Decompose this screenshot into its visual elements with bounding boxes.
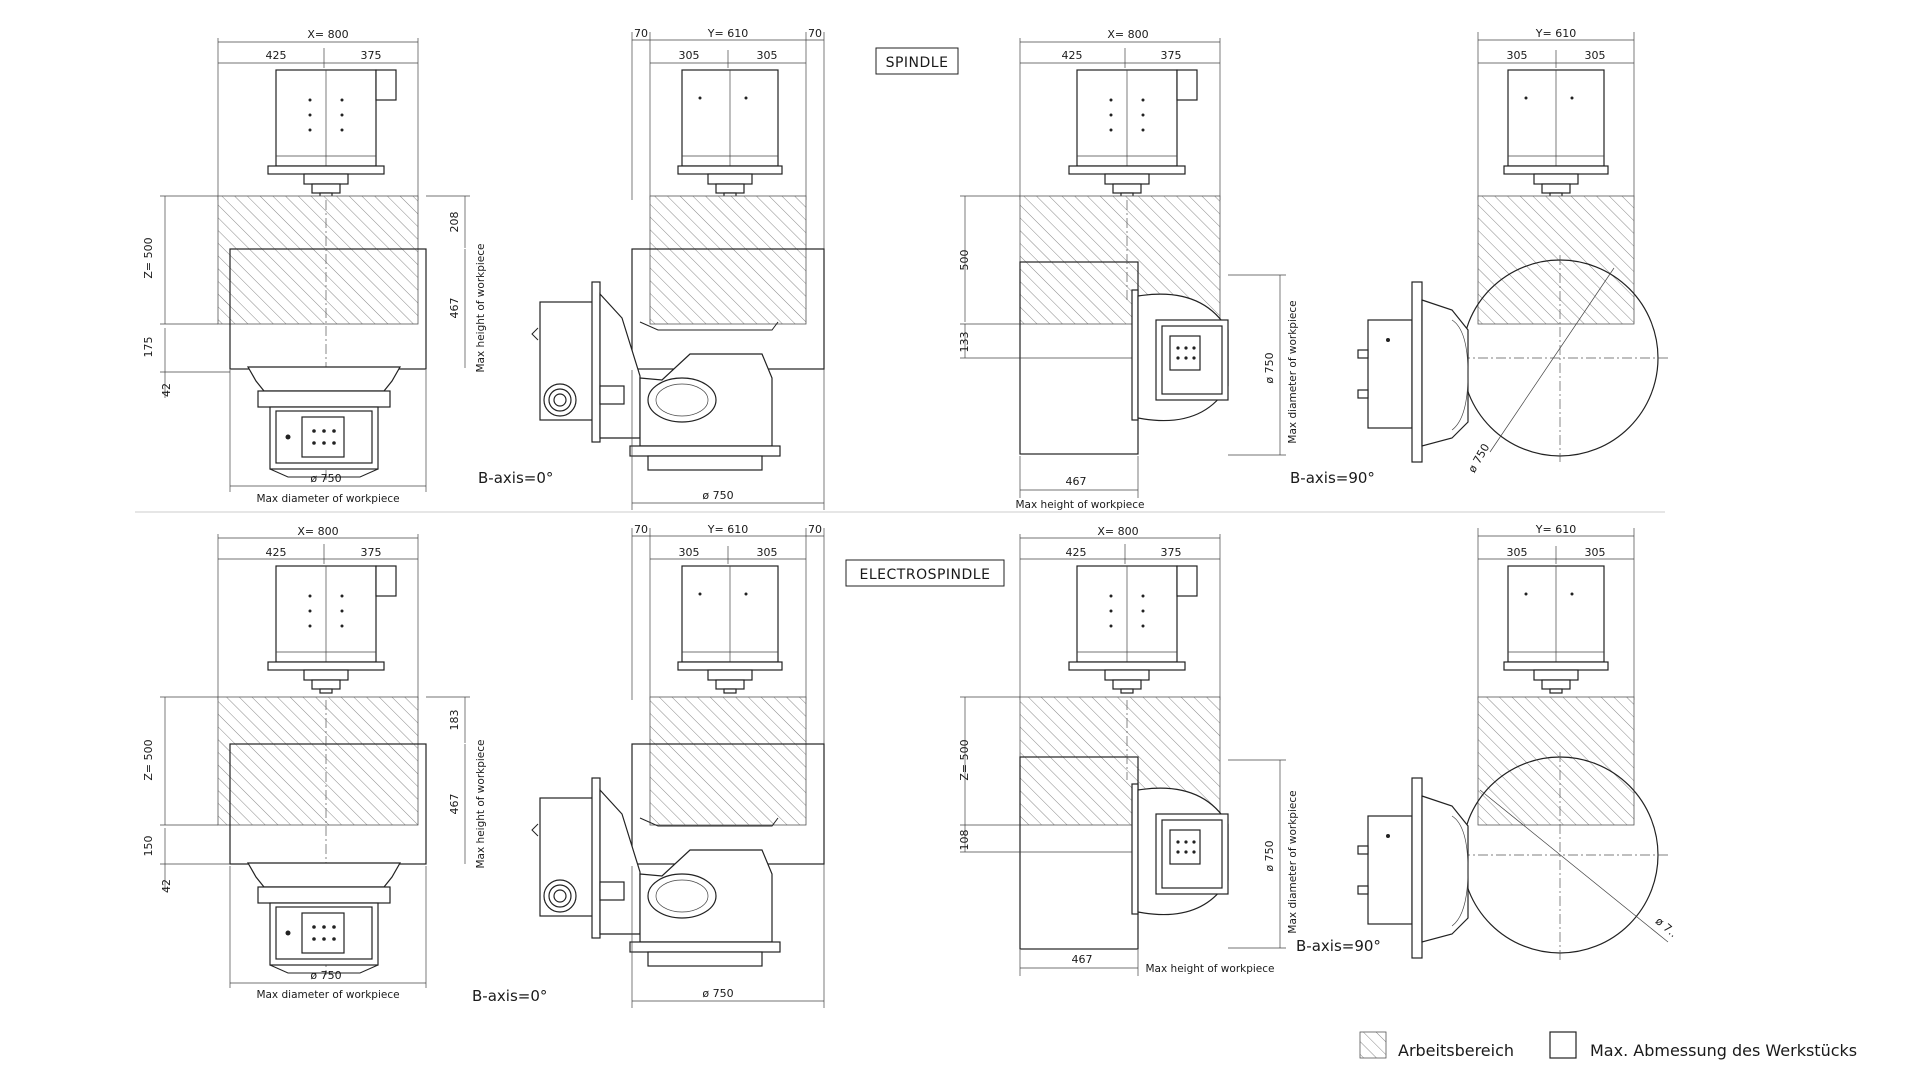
dim-z500: Z= 500 [958, 739, 971, 780]
dim-375: 375 [361, 49, 382, 62]
dim-133: 133 [958, 332, 971, 353]
dim-dia750: ø 750 [310, 472, 341, 485]
svg-text:SPINDLE: SPINDLE [886, 55, 949, 71]
b-axis-label: B-axis=0° [472, 987, 547, 1005]
dim-425: 425 [266, 546, 287, 559]
dim-x800: X= 800 [1097, 525, 1138, 538]
dim-150: 150 [142, 836, 155, 857]
dim-y610: Y= 610 [1535, 27, 1576, 40]
work-area-hatch [649, 195, 807, 325]
dim-dia750: ø 750 [1466, 441, 1493, 475]
dim-305-right: 305 [1585, 49, 1606, 62]
max-diameter-label: Max diameter of workpiece [256, 493, 399, 505]
section-label-electrospindle: ELECTROSPINDLE [845, 559, 1005, 587]
b-axis-label: B-axis=0° [478, 469, 553, 487]
max-height-label: Max height of workpiece [475, 244, 487, 373]
max-diameter-label: Max diameter of workpiece [256, 989, 399, 1001]
dim-175: 175 [142, 337, 155, 358]
view-electrospindle-b0-front: X= 800 425 375 Z= 500 150 42 183 467 Max… [142, 525, 547, 1005]
dim-425: 425 [266, 49, 287, 62]
dim-dia750: ø 7.. [1653, 915, 1680, 941]
max-height-label: Max height of workpiece [1016, 499, 1145, 511]
view-electrospindle-b0-side: 70 Y= 610 70 305 305 ø 750 [531, 523, 825, 1008]
view-spindle-b90-side: Y= 610 305 305 ø 750 [1357, 27, 1670, 475]
dim-208: 208 [448, 212, 461, 233]
work-area-hatch [217, 195, 419, 325]
dim-dia750: ø 750 [1263, 840, 1276, 871]
section-label-spindle: SPINDLE [875, 47, 959, 75]
dim-305-right: 305 [757, 546, 778, 559]
dim-x800: X= 800 [297, 525, 338, 538]
dim-108: 108 [958, 830, 971, 851]
dim-500: 500 [958, 250, 971, 271]
view-spindle-b90-front: X= 800 425 375 500 133 ø 750 Max diamete… [958, 28, 1375, 511]
max-diameter-label: Max diameter of workpiece [1287, 790, 1299, 933]
dim-dia750: ø 750 [702, 489, 733, 502]
svg-text:ELECTROSPINDLE: ELECTROSPINDLE [860, 567, 991, 583]
view-electrospindle-b90-side: Y= 610 305 305 ø 7.. [1357, 523, 1680, 960]
dim-467: 467 [1066, 475, 1087, 488]
dim-467: 467 [1072, 953, 1093, 966]
legend-empty-swatch [1549, 1031, 1577, 1059]
dim-42: 42 [160, 383, 173, 397]
max-diameter-label: Max diameter of workpiece [1287, 300, 1299, 443]
dim-375: 375 [361, 546, 382, 559]
dim-dia750: ø 750 [1263, 352, 1276, 383]
max-height-label: Max height of workpiece [475, 740, 487, 869]
dim-x800: X= 800 [307, 28, 348, 41]
view-electrospindle-b90-front: X= 800 425 375 Z= 500 108 ø 750 Max diam… [958, 525, 1381, 976]
legend-hatch-swatch [1359, 1031, 1387, 1059]
dim-305-right: 305 [1585, 546, 1606, 559]
work-area-hatch [649, 696, 807, 826]
work-area-hatch [1477, 696, 1635, 826]
b-axis-label: B-axis=90° [1296, 937, 1381, 955]
dim-70-right: 70 [808, 27, 822, 40]
dim-70-left: 70 [634, 523, 648, 536]
dim-305-left: 305 [1507, 49, 1528, 62]
work-area-hatch [217, 696, 419, 826]
dim-305-right: 305 [757, 49, 778, 62]
dim-425: 425 [1062, 49, 1083, 62]
dim-42: 42 [160, 879, 173, 893]
dim-183: 183 [448, 710, 461, 731]
dim-70-right: 70 [808, 523, 822, 536]
view-spindle-b0-side: 70 Y= 610 70 305 305 ø 750 [531, 27, 825, 510]
dim-dia750: ø 750 [310, 969, 341, 982]
dim-x800: X= 800 [1107, 28, 1148, 41]
legend-work-area: Arbeitsbereich [1398, 1041, 1514, 1060]
dim-y610: Y= 610 [707, 523, 748, 536]
max-height-label: Max height of workpiece [1146, 963, 1275, 975]
legend-max-workpiece: Max. Abmessung des Werkstücks [1590, 1041, 1857, 1060]
dim-y610: Y= 610 [1535, 523, 1576, 536]
dim-dia750: ø 750 [702, 987, 733, 1000]
dim-375: 375 [1161, 49, 1182, 62]
dim-467: 467 [448, 298, 461, 319]
dim-z500: Z= 500 [142, 237, 155, 278]
dim-425: 425 [1066, 546, 1087, 559]
dim-305-left: 305 [679, 49, 700, 62]
dim-70-left: 70 [634, 27, 648, 40]
dim-y610: Y= 610 [707, 27, 748, 40]
dim-467: 467 [448, 794, 461, 815]
dim-z500: Z= 500 [142, 739, 155, 780]
b-axis-label: B-axis=90° [1290, 469, 1375, 487]
legend: Arbeitsbereich Max. Abmessung des Werkst… [1359, 1031, 1857, 1060]
view-spindle-b0-front: X= 800 425 375 Z= 500 175 42 208 467 Max… [142, 28, 553, 505]
dim-305-left: 305 [679, 546, 700, 559]
dim-305-left: 305 [1507, 546, 1528, 559]
dim-375: 375 [1161, 546, 1182, 559]
